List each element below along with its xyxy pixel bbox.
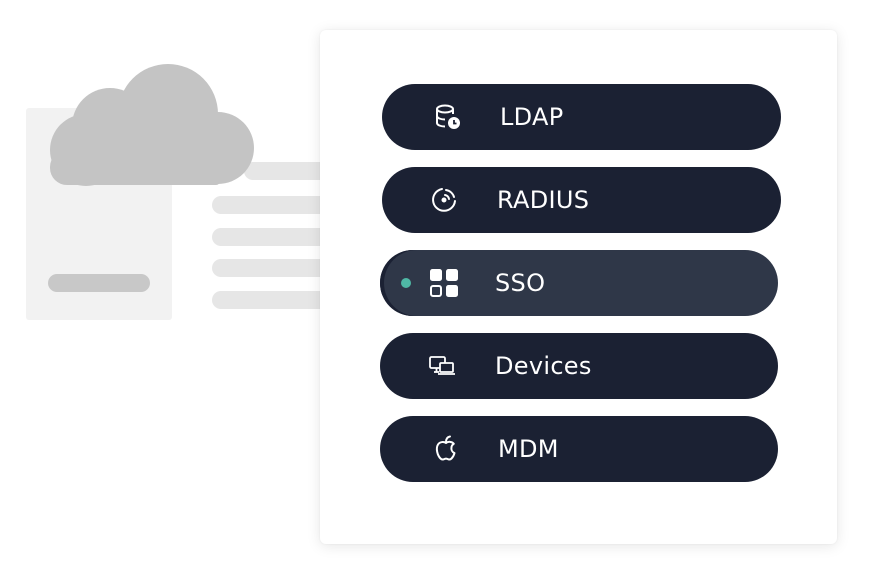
text-line xyxy=(212,291,352,309)
cloud-icon xyxy=(50,64,254,186)
menu-item-sso[interactable]: SSO xyxy=(380,250,778,316)
devices-icon xyxy=(427,350,459,382)
text-line xyxy=(212,228,352,246)
document-bar xyxy=(48,274,150,292)
menu-item-label: RADIUS xyxy=(497,186,590,214)
menu-item-devices[interactable]: Devices xyxy=(380,333,778,399)
menu-item-ldap[interactable]: LDAP xyxy=(382,84,781,150)
menu-item-radius[interactable]: RADIUS xyxy=(382,167,781,233)
apple-icon xyxy=(430,433,462,465)
active-indicator-dot xyxy=(401,278,411,288)
menu-item-label: LDAP xyxy=(500,103,564,131)
database-clock-icon xyxy=(432,101,464,133)
menu-item-label: MDM xyxy=(498,435,559,463)
menu-item-label: Devices xyxy=(495,352,592,380)
menu-item-mdm[interactable]: MDM xyxy=(380,416,778,482)
text-line xyxy=(212,196,352,214)
text-line xyxy=(212,259,352,277)
menu-item-label: SSO xyxy=(495,269,546,297)
grid-apps-icon xyxy=(428,267,460,299)
radius-signal-icon xyxy=(428,184,460,216)
